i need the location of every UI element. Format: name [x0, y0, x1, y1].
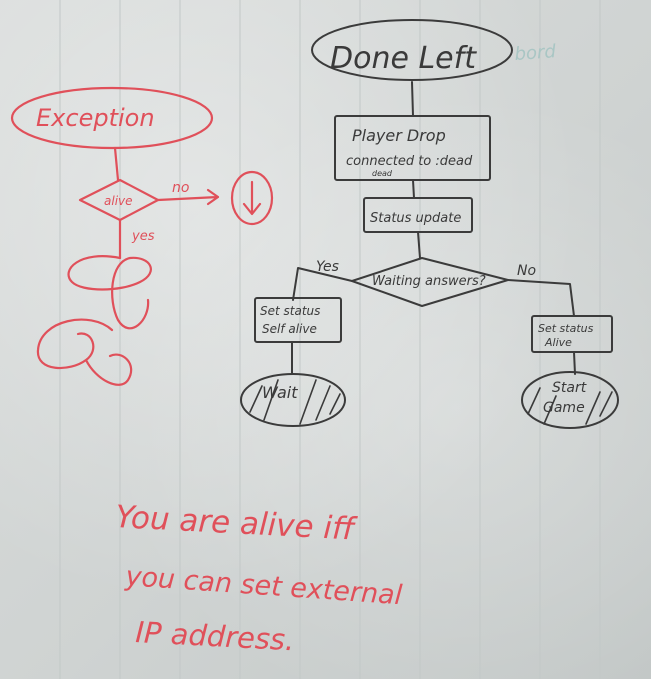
- exception-no-arrow: [156, 188, 220, 206]
- player-drop-subtitle: connected to :dead: [346, 154, 473, 169]
- exception-decision-label: alive: [104, 194, 133, 208]
- exception-terminal-shape: [10, 86, 214, 150]
- start-game-line1: Start: [552, 380, 587, 396]
- start-game-hatching: [527, 387, 613, 425]
- start-terminal-label: Done Left: [330, 41, 477, 76]
- set-alive-box: [531, 315, 613, 353]
- note-line-3: IP address.: [135, 615, 296, 657]
- exception-sketch: Exception alive no yes: [10, 86, 274, 386]
- start-terminal-shape: [311, 19, 513, 81]
- connector-drop-to-status: [412, 179, 415, 199]
- yes-branch-label: Yes: [316, 259, 339, 275]
- set-alive-line2: Alive: [544, 336, 572, 349]
- exception-yes-label: yes: [131, 229, 155, 244]
- decision-label: Waiting answers?: [372, 274, 486, 289]
- set-alive-line1: Set status: [538, 322, 594, 335]
- player-drop-note: dead: [372, 169, 393, 178]
- connector-no-branch: [507, 279, 575, 317]
- connector-start-to-drop: [411, 81, 414, 117]
- wait-hatching: [249, 379, 341, 425]
- connector-yes-branch: [292, 267, 353, 301]
- exception-circled-arrow-ring: [230, 170, 274, 226]
- exception-scribble: [36, 255, 152, 386]
- player-drop-title: Player Drop: [352, 126, 446, 145]
- connector-status-to-decision: [417, 231, 421, 259]
- flowchart: Done Left Player Drop connected to :dead…: [240, 19, 619, 429]
- decision-diamond: [351, 257, 509, 307]
- down-arrow-icon: [242, 180, 262, 216]
- note-line-2: you can set external: [124, 561, 404, 611]
- exception-connector: [113, 146, 120, 182]
- wait-terminal-shape: [240, 373, 346, 427]
- start-game-line2: Game: [543, 400, 585, 416]
- no-branch-label: No: [517, 263, 536, 279]
- set-self-alive-box: [254, 297, 342, 343]
- set-self-alive-line1: Set status: [260, 304, 320, 318]
- exception-terminal-label: Exception: [36, 104, 155, 132]
- wait-terminal-label: Wait: [262, 383, 298, 402]
- exception-no-label: no: [172, 180, 189, 196]
- connector-to-start-game: [573, 351, 576, 375]
- board-grid: [59, 0, 601, 679]
- faint-writing: bord: [514, 41, 557, 65]
- set-self-alive-line2: Self alive: [262, 322, 317, 336]
- start-game-terminal-shape: [521, 371, 619, 429]
- status-update-label: Status update: [370, 211, 461, 226]
- note-line-1: You are alive iff: [115, 499, 359, 548]
